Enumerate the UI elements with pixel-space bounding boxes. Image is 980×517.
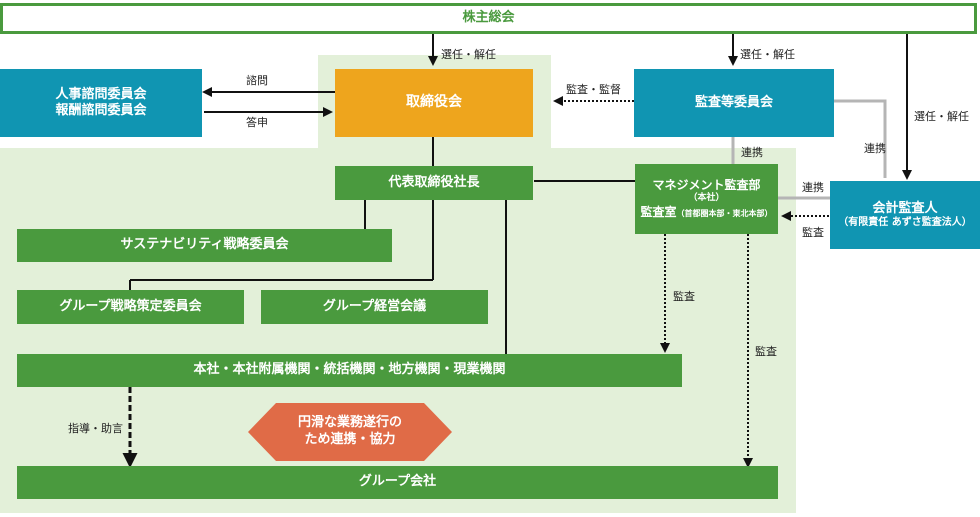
elect-board-label: 選任・解任: [441, 48, 496, 61]
consult-label: 諮問: [246, 74, 268, 87]
group-strategy-label: グループ戦略策定委員会: [59, 298, 202, 314]
cooperation-text: 円滑な業務遂行の ため連携・協力: [250, 403, 450, 461]
president: 代表取締役社長: [335, 166, 533, 200]
group-strategy-committee: グループ戦略策定委員会: [17, 290, 244, 324]
hr-committee-line1: 人事諮問委員会: [55, 86, 147, 102]
mgmt-audit-line1: マネジメント監査部: [652, 178, 761, 193]
hr-committee-line2: 報酬諮問委員会: [55, 103, 147, 118]
sustainability-committee: サステナビリティ戦略委員会: [17, 229, 392, 262]
offices-label: 本社・本社附属機関・統括機関・地方機関・現業機関: [193, 362, 506, 378]
company-offices: 本社・本社附属機関・統括機関・地方機関・現業機関: [17, 354, 682, 387]
elect-accountant-label: 選任・解任: [914, 110, 969, 123]
guidance-label: 指導・助言: [68, 422, 123, 435]
mgmt-audit-dept: マネジメント監査部 （本社） 監査室（首都圏本部・東北本部）: [635, 164, 778, 234]
board-of-directors: 取締役会: [335, 69, 533, 137]
group-audit-label: 監査: [755, 345, 777, 358]
mgmt-audit-line3-wrap: 監査室（首都圏本部・東北本部）: [640, 205, 772, 220]
group-companies: グループ会社: [17, 466, 778, 499]
president-label: 代表取締役社長: [388, 174, 480, 190]
cooperation-line2: ため連携・協力: [304, 432, 396, 447]
board-label: 取締役会: [406, 94, 462, 111]
link-label-2: 連携: [864, 142, 886, 155]
link-audit-committee-accountant: [834, 99, 887, 178]
accountant-line2: （有限責任 あずさ監査法人）: [838, 216, 972, 228]
audit-supervise-label: 監査・監督: [566, 83, 621, 96]
shareholders-label: 株主総会: [462, 10, 515, 26]
link-label-1: 連携: [741, 146, 763, 159]
cooperation-line1: 円滑な業務遂行の: [297, 415, 402, 431]
hr-committee: 人事諮問委員会 報酬諮問委員会: [0, 69, 202, 137]
accountant-line1: 会計監査人: [872, 200, 938, 216]
elect-audit-label: 選任・解任: [740, 48, 795, 61]
report-label: 答申: [246, 116, 268, 129]
accounting-auditor: 会計監査人 （有限責任 あずさ監査法人）: [830, 181, 980, 249]
accountant-audit-label: 監査: [802, 226, 824, 239]
audit-committee-label: 監査等委員会: [694, 94, 773, 110]
group-companies-label: グループ会社: [358, 474, 437, 490]
link-label-3: 連携: [802, 181, 824, 194]
mgmt-audit-line3-note: （首都圏本部・東北本部）: [676, 208, 773, 218]
group-management-label: グループ経営会議: [322, 298, 427, 314]
audit-committee: 監査等委員会: [634, 69, 834, 137]
group-management-meeting: グループ経営会議: [261, 290, 488, 324]
offices-audit-label: 監査: [673, 290, 695, 303]
mgmt-audit-line3: 監査室: [640, 204, 677, 219]
shareholders-meeting: 株主総会: [0, 3, 977, 34]
sustainability-label: サステナビリティ戦略委員会: [120, 237, 289, 253]
mgmt-audit-line2: （本社）: [688, 193, 725, 204]
